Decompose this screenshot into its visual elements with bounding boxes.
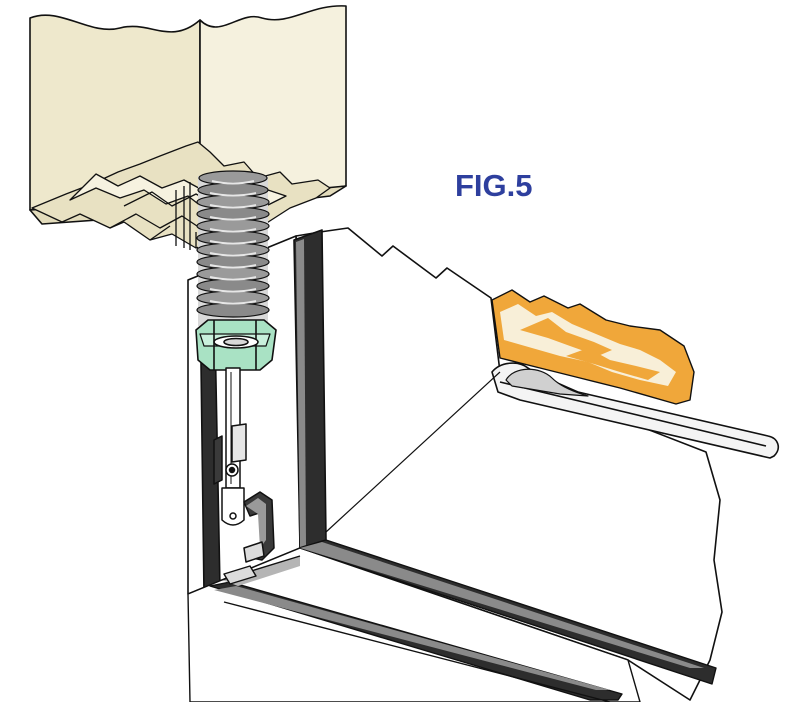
- latch-rod: [213, 367, 275, 563]
- hex-nut: [195, 319, 277, 371]
- figure-label: FIG.5: [455, 168, 533, 203]
- timber-section: [491, 289, 695, 405]
- compression-spring: [196, 170, 270, 326]
- bottom-rails: [187, 539, 717, 702]
